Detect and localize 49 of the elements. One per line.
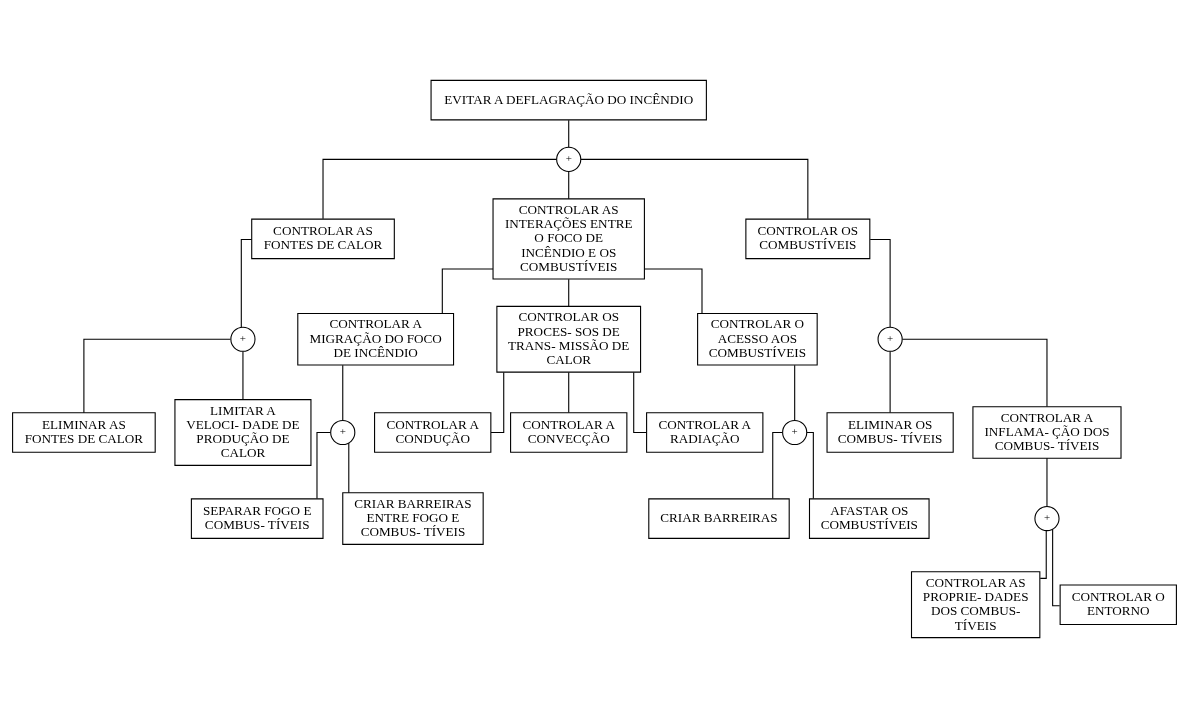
node-box: ELIMINAR AS FONTES DE CALOR [12,412,156,453]
node-box: CONTROLAR O ENTORNO [1059,584,1177,625]
connector [644,268,703,314]
connector [1052,528,1061,607]
connector [240,238,253,328]
node-circle: + [330,419,356,446]
node-box: CONTROLAR A RADIAÇÃO [646,412,764,453]
node-box: CONTROLAR AS INTERAÇÕES ENTRE O FOCO DE INCÊNDIO E OS COMBUSTÍVEIS [492,198,645,280]
connector [1046,457,1048,507]
node-box: CONTROLAR OS PROCES- SOS DE TRANS- MISSÃO DE CALOR [496,305,642,373]
connector [869,238,891,328]
node-circle: + [782,419,808,446]
connector [316,431,332,500]
node-box: CRIAR BARREIRAS ENTRE FOGO E COMBUS- TÍVEIS [342,492,484,545]
node-box: CONTROLAR A CONDUÇÃO [374,412,492,453]
node-box: CONTROLAR A MIGRAÇÃO DO FOCO DE INCÊNDIO [297,312,455,366]
connector [901,338,1048,408]
node-box: CONTROLAR A INFLAMA- ÇÃO DOS COMBUS- TÍVEIS [972,406,1122,459]
connector [568,371,570,414]
node-circle: + [556,146,582,172]
connector [568,170,570,200]
connector [348,442,350,494]
node-box: CONTROLAR A CONVECÇÃO [510,412,628,453]
connector [242,350,244,400]
connector [83,338,231,414]
connector [568,278,570,307]
connector [580,158,809,220]
connector [806,431,814,500]
connector [1039,530,1047,579]
connector [889,350,891,413]
node-circle: + [1034,505,1060,532]
connector [772,431,783,500]
node-box: CONTROLAR AS PROPRIE- DADES DOS COMBUS- TÍVEIS [910,571,1041,639]
node-box: CONTROLAR AS FONTES DE CALOR [251,218,395,260]
node-circle: + [230,326,256,352]
node-box: CONTROLAR O ACESSO AOS COMBUSTÍVEIS [697,312,818,366]
node-box: AFASTAR OS COMBUSTÍVEIS [808,498,930,539]
node-box: CRIAR BARREIRAS [648,498,790,539]
node-box: CONTROLAR OS COMBUSTÍVEIS [745,218,871,260]
connector [342,364,344,421]
node-circle: + [877,326,903,352]
node-box: EVITAR A DEFLAGRAÇÃO DO INCÊNDIO [430,79,707,121]
connector [441,268,494,314]
connector [794,364,796,421]
node-box: LIMITAR A VELOCI- DADE DE PRODUÇÃO DE CALOR [174,399,312,466]
node-box: SEPARAR FOGO E COMBUS- TÍVEIS [190,498,324,539]
node-box: ELIMINAR OS COMBUS- TÍVEIS [826,412,954,453]
connector [568,119,570,148]
connector [322,158,558,220]
